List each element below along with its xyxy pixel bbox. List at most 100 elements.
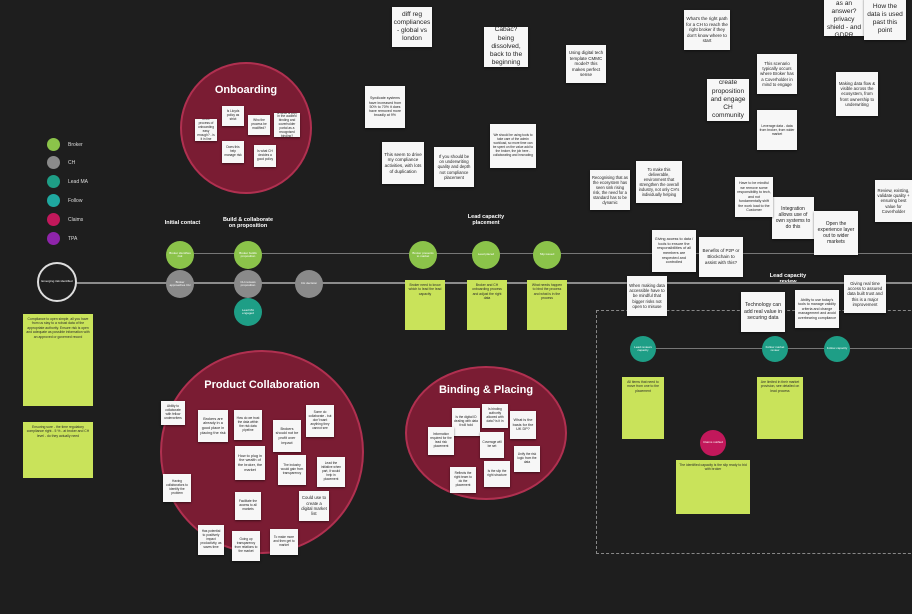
product-sticky[interactable]: Lead the initiative when part, it would …: [317, 457, 345, 487]
product-sticky[interactable]: Having collaborators to identify the pro…: [163, 474, 191, 502]
sticky-note[interactable]: When making data accessible have to be m…: [627, 276, 667, 316]
sticky-note[interactable]: Have to be mindful we remove some respon…: [735, 177, 773, 217]
sticky-note[interactable]: Cabac? being dissolved, back to the begi…: [484, 27, 528, 67]
flow-node-lead-reviews[interactable]: Lead reviews capacity: [630, 336, 656, 362]
sticky-note[interactable]: Recognising that as the ecosystem has se…: [590, 170, 630, 210]
yellow-note[interactable]: All items that need to move from one to …: [622, 377, 664, 439]
start-node-label: Emerging risk identified: [41, 279, 73, 284]
flow-node-label: CH decision: [300, 281, 318, 286]
legend-dot-lead-ma: [47, 175, 60, 188]
product-sticky[interactable]: Brokers are already in a good place in p…: [198, 410, 228, 442]
sticky-note[interactable]: Brokers create proposition and engage CH…: [707, 79, 749, 121]
flow-node-ch-decision[interactable]: CH decision: [295, 270, 323, 298]
product-sticky[interactable]: Ability to collaborate with fellow under…: [161, 401, 185, 425]
sticky-note[interactable]: Leverage data - data from broker, from w…: [757, 110, 797, 150]
sticky-note[interactable]: This scenario typically occurs where Bro…: [757, 54, 797, 94]
stage-initial-contact: Initial contact: [164, 220, 201, 226]
yellow-note[interactable]: Are limited in their market provision, s…: [757, 377, 803, 439]
binding-sticky[interactable]: Information required for the lead risk p…: [428, 427, 454, 455]
binding-sticky[interactable]: What is the basis for the UK DP?: [510, 411, 536, 439]
flow-node-broker-identifies[interactable]: Broker identifies risk: [166, 241, 194, 269]
onboarding-sticky[interactable]: Who the process be modified?: [248, 115, 270, 135]
sticky-note[interactable]: Blockchain as an answer? privacy shield …: [824, 0, 864, 36]
flow-node-broker-approaches[interactable]: Broker approaches CH: [166, 270, 194, 298]
legend-dot-claims: [47, 213, 60, 226]
product-sticky[interactable]: Facilitate the access to all markets: [235, 492, 261, 520]
legend-dot-tpa: [47, 232, 60, 245]
binding-sticky[interactable]: Reflects the right team to do the placem…: [450, 467, 476, 493]
onboarding-sticky[interactable]: Does this help manage risk: [222, 141, 244, 163]
binding-sticky[interactable]: Is binding authority allowed with data? …: [482, 404, 508, 428]
onboarding-sticky[interactable]: Is what is kept in the audited binding a…: [274, 113, 300, 137]
flow-node-claims[interactable]: Claims notified: [700, 430, 726, 456]
sticky-note[interactable]: Ability to use today's tools to manage v…: [795, 290, 839, 328]
sticky-note[interactable]: Giving access to data / tools to ensure …: [652, 230, 696, 272]
binding-sticky[interactable]: Coverage will be set: [480, 432, 504, 458]
flow-node-ch-reviews[interactable]: CH reviews proposition: [234, 270, 262, 298]
sticky-note[interactable]: We should be using tools to take care of…: [490, 124, 536, 168]
flow-node-follow-review[interactable]: Follow market review: [762, 336, 788, 362]
onboarding-title: Onboarding: [214, 84, 278, 96]
sticky-note[interactable]: Making data flow & visible across the ec…: [836, 72, 878, 116]
sticky-note[interactable]: What's the right path for a CH to reach …: [684, 10, 730, 50]
flow-node-label: Broker presents to market: [412, 250, 434, 258]
onboarding-sticky[interactable]: Is Lloyds policy as strict: [222, 106, 244, 126]
yellow-note[interactable]: The identified capacity is the slip read…: [676, 460, 750, 514]
yellow-note[interactable]: Ensuring sure - the time regulatory comp…: [23, 422, 93, 478]
product-sticky[interactable]: Has potential to positively impact produ…: [198, 525, 224, 555]
sticky-note[interactable]: diff reg compliances - global vs london: [392, 7, 432, 47]
sticky-note[interactable]: Syndicate systems have increased from 50…: [365, 86, 405, 128]
sticky-note[interactable]: Technology can add real value in securin…: [741, 292, 785, 332]
legend-dot-follow: [47, 194, 60, 207]
product-sticky[interactable]: Going up transparency from relations to …: [232, 531, 260, 561]
product-sticky[interactable]: How to plug in the wealth of the broker,…: [235, 446, 265, 480]
flow-node-broker-builds[interactable]: Broker builds proposition: [234, 241, 262, 269]
flow-node-lead-ma[interactable]: Lead MA engaged: [234, 298, 262, 326]
sticky-note[interactable]: Giving real time access to assured data …: [844, 275, 886, 313]
yellow-note[interactable]: What needs happen to bind the process an…: [527, 280, 567, 330]
sticky-note[interactable]: To make this deliverable, environment th…: [636, 161, 682, 203]
binding-sticky[interactable]: Is the digital ID dealing with data it w…: [452, 408, 480, 436]
product-sticky[interactable]: To make more and then get to market: [270, 529, 298, 555]
product-sticky[interactable]: The industry would gain from transparenc…: [278, 455, 306, 485]
product-sticky[interactable]: Brokers should not be profit over impact: [273, 420, 301, 452]
sticky-note[interactable]: Integration allows use of own systems to…: [772, 197, 814, 239]
product-sticky[interactable]: Could use to create a digital market lis…: [299, 491, 329, 521]
flow-node-label: Lead placed: [477, 252, 495, 257]
sticky-note[interactable]: If you should be on underwriting quality…: [434, 147, 474, 187]
legend-label-lead-ma: Lead MA: [68, 179, 89, 185]
sticky-note[interactable]: Benefits of P2P or Blockchain to assist …: [699, 237, 743, 277]
product-sticky[interactable]: How do we trust the data within the risk…: [234, 410, 262, 440]
start-node[interactable]: Emerging risk identified: [37, 262, 77, 302]
product-sticky[interactable]: Some do collaborate - but don't want any…: [306, 405, 334, 437]
legend-label-broker: Broker: [68, 142, 83, 148]
flow-node-label: Follow capacity: [826, 346, 848, 351]
sticky-note[interactable]: Open the experience layer out to wider m…: [814, 211, 858, 255]
flow-node-label: Slip issued: [539, 252, 555, 257]
legend-label-ch: CH: [68, 160, 76, 166]
flow-node-label: Follow market review: [765, 344, 785, 352]
yellow-note[interactable]: Broker and CH onboarding process and adj…: [467, 280, 507, 330]
binding-sticky[interactable]: Unify the risk logic from the data: [514, 446, 540, 472]
stage-build-collaborate: Build & collaborate on proposition: [222, 217, 274, 229]
stage-lead-capacity-placement: Lead capacity placement: [467, 214, 505, 226]
flow-node-slip-issued[interactable]: Slip issued: [533, 241, 561, 269]
sticky-note[interactable]: Using digital tech template CMMC model? …: [566, 45, 606, 83]
sticky-note[interactable]: This seem to drive my compliance activit…: [382, 142, 424, 184]
legend-label-follow: Follow: [68, 198, 83, 204]
onboarding-sticky[interactable]: Is what CH decides a good policy: [254, 145, 276, 167]
legend-dot-broker: [47, 138, 60, 151]
onboarding-sticky[interactable]: Is the process of onboarding easy enough…: [195, 119, 217, 141]
flow-node-lead-placed[interactable]: Lead placed: [472, 241, 500, 269]
flow-node-label: Lead reviews capacity: [634, 344, 652, 352]
flow-node-follow-capacity[interactable]: Follow capacity: [824, 336, 850, 362]
binding-sticky[interactable]: Is the slip the right structure: [484, 461, 510, 487]
yellow-note[interactable]: Broker need to know which to lead the le…: [405, 280, 445, 330]
flow-node-broker-presents[interactable]: Broker presents to market: [409, 241, 437, 269]
sticky-note[interactable]: How the data is used past this point: [864, 0, 906, 40]
sticky-note[interactable]: Review, existing, validate quality + ens…: [875, 180, 912, 222]
flow-node-label: Claims notified: [703, 440, 723, 445]
legend-dot-ch: [47, 156, 60, 169]
yellow-note[interactable]: Compliance to open simple, all you have …: [23, 314, 93, 406]
